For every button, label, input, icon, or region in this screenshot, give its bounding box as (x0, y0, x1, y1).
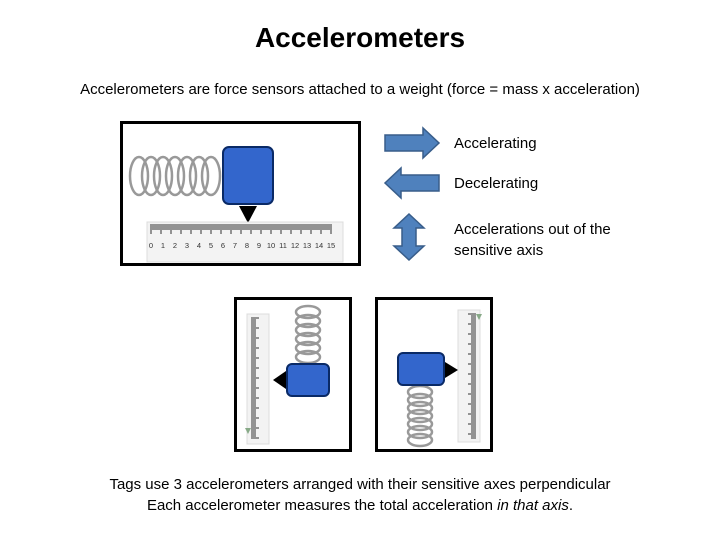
spring-coil (294, 304, 322, 320)
pointer-triangle (445, 362, 458, 378)
up-down-arrow-icon (392, 212, 426, 262)
spring-coil (406, 416, 434, 432)
vertical-spring (294, 304, 322, 365)
caption-line-2-italic: in that axis (497, 497, 569, 514)
weight-block (222, 146, 274, 205)
spring-coil (176, 155, 198, 197)
pointer-triangle (273, 371, 286, 389)
ruler-marker (245, 428, 251, 434)
legend-accelerating-label: Accelerating (454, 135, 537, 152)
ruler-tick-label: 7 (233, 241, 237, 250)
ruler (457, 309, 481, 443)
caption-line-1: Tags use 3 accelerometers arranged with … (109, 476, 611, 493)
vertical-accelerometer-diagram-right (375, 297, 493, 452)
caption: Tags use 3 accelerometers arranged with … (0, 474, 720, 516)
left-arrow-icon (383, 166, 440, 200)
spring-coil (140, 155, 162, 197)
spring-coil (406, 424, 434, 440)
legend-decelerating-label: Decelerating (454, 175, 539, 192)
caption-line-2: Each accelerometer measures the total ac… (0, 495, 720, 516)
horizontal-spring (128, 155, 222, 197)
spring-coil (406, 400, 434, 416)
vertical-accelerometer-diagram-left (234, 297, 352, 452)
page-subtitle: Accelerometers are force sensors attache… (80, 81, 640, 98)
weight-block (286, 363, 330, 397)
ruler-tick-label: 8 (245, 241, 249, 250)
ruler-tick-label: 13 (303, 241, 311, 250)
ruler-tick-label: 5 (209, 241, 213, 250)
spring-coil (152, 155, 174, 197)
ruler-marker (476, 314, 482, 320)
ruler-tick-label: 0 (149, 241, 153, 250)
spring-coil (406, 432, 434, 448)
ruler-tick-label: 12 (291, 241, 299, 250)
pointer-triangle (239, 206, 257, 223)
ruler-tick-label: 2 (173, 241, 177, 250)
vertical-spring (406, 384, 434, 448)
caption-line-2-end: . (568, 497, 574, 514)
vertical-accelerometer-illustration-left (245, 304, 330, 445)
ruler-tick-label: 6 (221, 241, 225, 250)
ruler-tick-label: 14 (315, 241, 323, 250)
spring-coil (200, 155, 222, 197)
ruler-tick-label: 4 (197, 241, 201, 250)
ruler-tick-label: 15 (327, 241, 335, 250)
spring-coil (294, 313, 322, 329)
vertical-accelerometer-illustration-right (397, 309, 482, 448)
spring-coil (294, 322, 322, 338)
spring-coil (164, 155, 186, 197)
ruler-tick-label: 1 (161, 241, 165, 250)
ruler (246, 313, 270, 445)
ruler-tick-label: 11 (279, 241, 287, 250)
ruler-tick-label: 3 (185, 241, 189, 250)
spring-coil (406, 392, 434, 408)
spring-coil (188, 155, 210, 197)
legend-out-of-axis-label: Accelerations out of the sensitive axis (454, 221, 611, 259)
spring-coil (294, 340, 322, 356)
spring-coil (406, 408, 434, 424)
page-title: Accelerometers (254, 22, 466, 53)
spring-coil (128, 155, 150, 197)
right-arrow-icon (384, 126, 441, 160)
caption-line-2-start: Each accelerometer measures the total ac… (146, 497, 498, 514)
ruler-tick-label: 9 (257, 241, 261, 250)
ruler-tick-label: 10 (267, 241, 275, 250)
weight-block (397, 352, 445, 386)
spring-coil (294, 331, 322, 347)
